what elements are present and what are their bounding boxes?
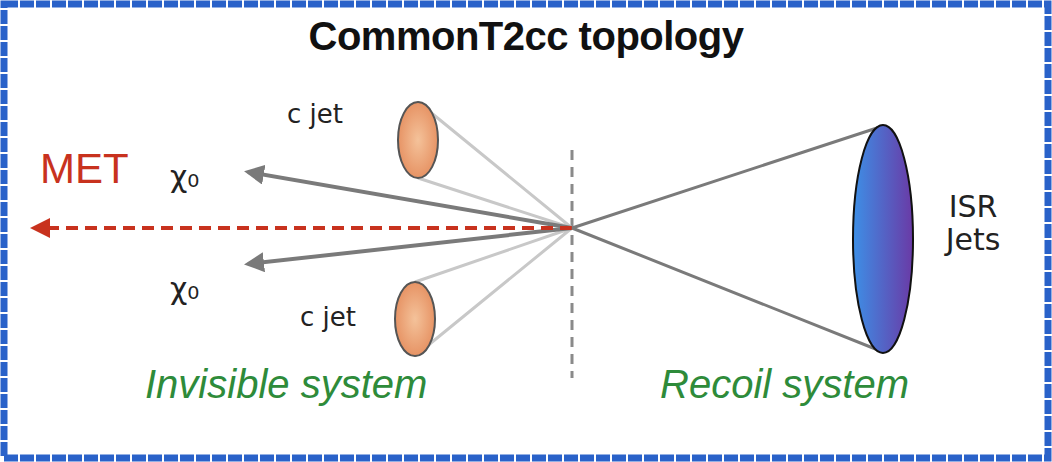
particle-label: χ₀	[170, 272, 199, 305]
jet-cone	[395, 282, 435, 356]
particle-label: χ₀	[170, 160, 199, 193]
isr-cone	[853, 125, 913, 353]
jet-label: c jet	[300, 303, 356, 332]
system-label: Recoil system	[660, 362, 909, 406]
particle-arrow	[248, 228, 572, 264]
diagram-title: CommonT2cc topology	[0, 14, 1052, 59]
met-label: MET	[40, 146, 129, 192]
met-arrow	[34, 226, 572, 230]
frame-border	[4, 4, 1048, 458]
system-label: Invisible system	[145, 362, 427, 406]
isr-label: ISR Jets	[928, 190, 1018, 256]
particle-arrow	[248, 172, 572, 228]
jet-label: c jet	[287, 100, 343, 129]
divider-line	[571, 150, 574, 378]
jet-cone	[398, 102, 438, 178]
